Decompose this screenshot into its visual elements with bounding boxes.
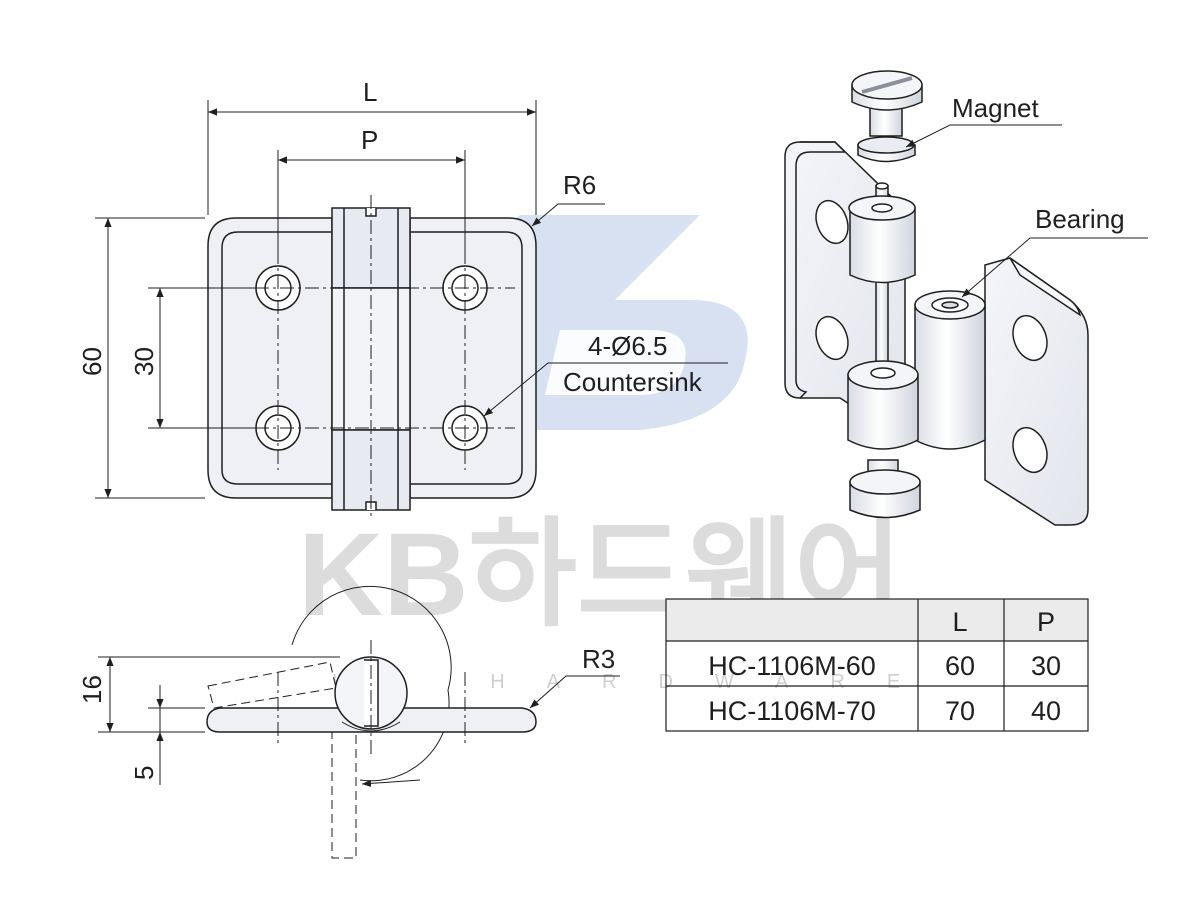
left-leaf	[207, 217, 333, 499]
dim-label-16: 16	[77, 675, 107, 704]
front-dimensions	[95, 100, 728, 499]
dim-label-60: 60	[77, 347, 107, 376]
dim-label-5: 5	[129, 766, 159, 780]
exploded-bearing-knuckle	[914, 304, 986, 450]
exploded-lower-knuckle	[847, 374, 919, 450]
rotation-arc	[291, 585, 452, 782]
exploded-right-hole-top	[1012, 314, 1048, 362]
table-row-1-P: 30	[1031, 651, 1061, 681]
exploded-view	[784, 70, 1089, 526]
table-row-2-P: 40	[1031, 696, 1061, 726]
table-row-1-L: 60	[945, 651, 975, 681]
watermark-subtitle: KB HARDWARE	[332, 671, 942, 693]
right-leaf-inner-edge	[410, 231, 523, 485]
table-header-L: L	[952, 607, 967, 637]
bearing-label: Bearing	[1035, 204, 1125, 234]
exploded-leaders	[905, 124, 1148, 298]
swing-leaf-dashed	[207, 661, 337, 709]
countersink-label: Countersink	[563, 367, 703, 397]
table-header-P: P	[1037, 607, 1055, 637]
table-row-1-model: HC-1106M-60	[708, 651, 876, 681]
side-dimensions	[98, 656, 620, 787]
side-centerlines	[277, 640, 466, 755]
left-leaf-inner-edge	[221, 231, 332, 485]
exploded-right-leaf	[984, 257, 1089, 526]
exploded-upper-knuckle	[849, 207, 916, 284]
radius-label-r6: R6	[563, 170, 596, 200]
table-header-bg	[666, 599, 1088, 641]
front-view	[207, 207, 537, 511]
right-leaf	[409, 217, 537, 499]
swing-leaf-down	[331, 730, 357, 859]
hole-label: 4-Ø6.5	[588, 331, 668, 361]
table-row-2-L: 70	[945, 696, 975, 726]
dim-label-30: 30	[129, 347, 159, 376]
dim-label-P: P	[361, 125, 378, 155]
exploded-left-hole-top	[815, 199, 849, 245]
spec-table: L P HC-1106M-60 60 30 HC-1106M-70 70 40	[665, 598, 1089, 732]
exploded-right-hole-bottom	[1012, 426, 1048, 474]
dim-label-L: L	[363, 77, 377, 107]
front-centerlines	[230, 195, 515, 520]
exploded-left-hole-bottom	[815, 315, 849, 361]
magnet-label: Magnet	[952, 93, 1039, 123]
table-row-2-model: HC-1106M-70	[708, 696, 876, 726]
radius-label-r3: R3	[582, 644, 615, 674]
